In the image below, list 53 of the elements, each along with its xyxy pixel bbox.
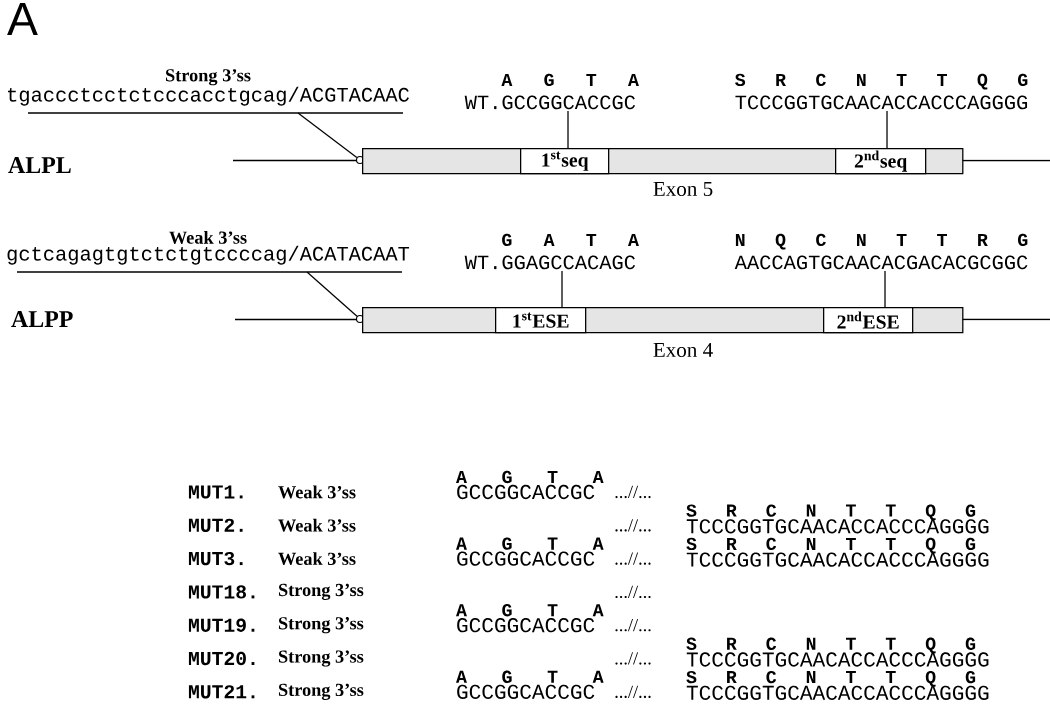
element-box: 1$^{st}$ESE xyxy=(495,307,587,334)
splice-site-sequence: Strong 3’ss tgaccctcctctcccacctgcag/ACGTACAAC xyxy=(8,69,409,114)
nucleotide-sequence: GCCGGCACCGC xyxy=(457,484,595,500)
exon-label: Exon 4 xyxy=(653,342,713,358)
sequence-text: N Q C N T T R G AACCAGTGCAACACGACACGCGGC xyxy=(734,233,1028,270)
tick-line xyxy=(884,270,886,308)
gap-mark: ...//... xyxy=(615,619,651,632)
gap-mark: ...//... xyxy=(615,585,651,599)
sequence-text: A G T A WT.GCCGGCACCGC xyxy=(464,73,639,110)
gap-mark: ...//... xyxy=(615,685,651,698)
nucleotide-sequence: GCCGGCACCGC xyxy=(457,618,595,633)
mutant-name: MUT21. xyxy=(188,685,255,699)
leader-line xyxy=(297,112,358,159)
mutant-name: MUT2. xyxy=(188,518,243,532)
leader-line xyxy=(306,271,358,317)
tick-line xyxy=(886,110,888,149)
nucleotide-sequence: TCCCGGTGCAACACCACCCAGGGG xyxy=(686,685,989,700)
mutant-name: MUT19. xyxy=(188,618,255,632)
nucleotide-sequence: GCCGGCACCGC xyxy=(457,551,595,566)
splice-site-label: Strong 3’ss xyxy=(278,650,364,667)
splice-site-label: Weak 3’ss xyxy=(278,518,356,532)
mutant-name: MUT20. xyxy=(188,651,255,666)
gap-mark: ...//... xyxy=(615,652,651,665)
element-box: 2$^{nd}$ESE xyxy=(823,307,914,334)
nucleotide-sequence: TCCCGGTGCAACACCACCCAGGGG xyxy=(686,519,989,534)
splice-site-sequence: Weak 3’ss gctcagagtgtctctgtccccag/ACATACAAT xyxy=(7,230,410,273)
mutant-name: MUT18. xyxy=(188,585,255,599)
nucleotide-sequence: TCCCGGTGCAACACCACCCAGGGG xyxy=(686,652,989,667)
nucleotide-sequence: TCCCGGTGCAACACCACCCAGGGG xyxy=(686,552,989,567)
amino-acid-sequence: A G T A xyxy=(456,670,604,683)
exon-label: Exon 5 xyxy=(653,182,713,196)
splice-site-label: Strong 3’ss xyxy=(278,683,364,700)
splice-site-label: Weak 3’ss xyxy=(278,485,356,499)
splice-site-label: Strong 3’ss xyxy=(278,583,364,600)
nucleotide-sequence: GCCGGCACCGC xyxy=(457,684,595,699)
element-box: 2$^{nd}$seq xyxy=(835,148,927,175)
amino-acid-sequence: A G T A xyxy=(456,470,604,484)
gap-mark: ...//... xyxy=(615,485,651,499)
tick-line xyxy=(561,270,563,308)
gene-label: ALPL xyxy=(8,157,71,173)
mutant-name: MUT3. xyxy=(188,551,243,566)
gap-mark: ...//... xyxy=(615,519,651,532)
splice-site-label: Strong 3’ss xyxy=(278,617,364,634)
mutant-name: MUT1. xyxy=(188,485,243,499)
sequence-text: G A T A WT.GGAGCCACAGC xyxy=(464,233,639,270)
splice-site-label: Weak 3’ss xyxy=(278,552,356,566)
amino-acid-sequence: A G T A xyxy=(456,604,604,617)
gene-label: ALPP xyxy=(11,311,73,327)
element-box: 1$^{st}$seq xyxy=(520,148,610,175)
tick-line xyxy=(567,110,569,149)
sequence-text: S R C N T T Q G TCCCGGTGCAACACCACCCAGGGG xyxy=(735,73,1028,110)
amino-acid-sequence: A G T A xyxy=(456,537,604,550)
gap-mark: ...//... xyxy=(615,552,651,565)
